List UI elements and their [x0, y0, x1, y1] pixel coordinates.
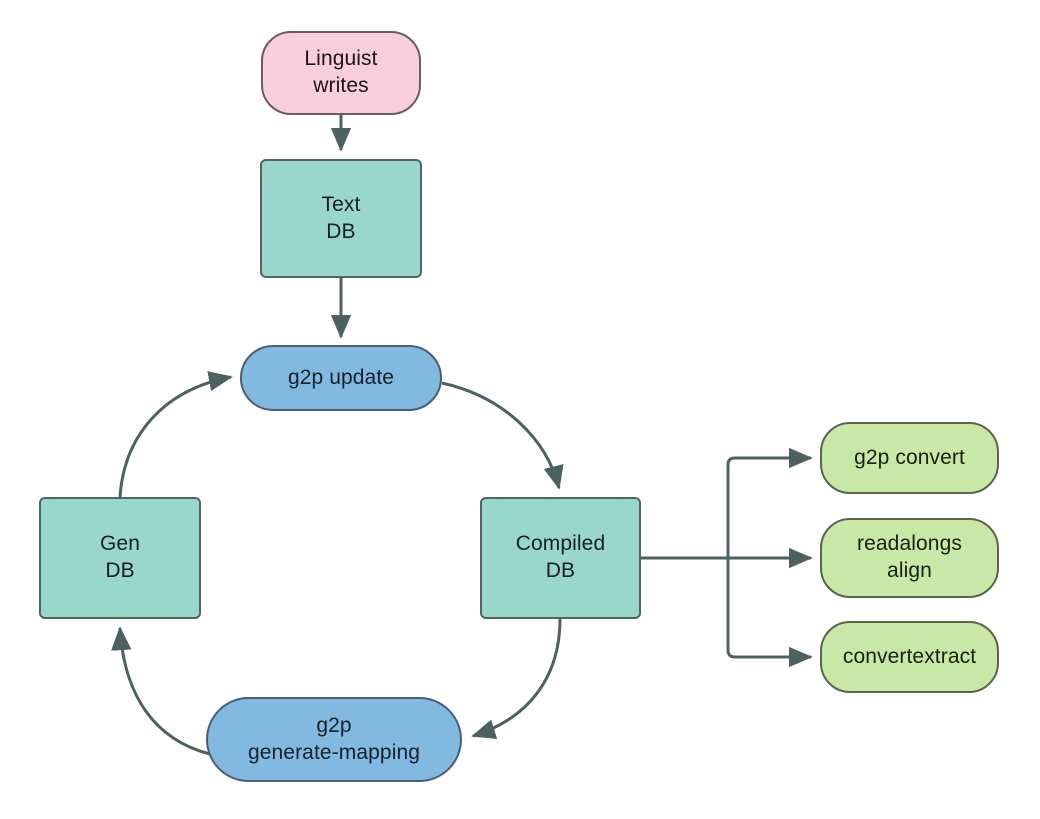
- edge-gen-to-update: [118, 371, 233, 498]
- node-gen-db[interactable]: Gen DB: [39, 497, 201, 619]
- edge-compiled-to-convert: [726, 447, 813, 558]
- edge-update-to-compiled: [441, 381, 564, 490]
- node-linguist-writes[interactable]: Linguist writes: [261, 31, 421, 115]
- node-text-db[interactable]: Text DB: [260, 159, 422, 278]
- node-convertextract[interactable]: convertextract: [820, 621, 999, 693]
- node-g2p-generate-mapping[interactable]: g2p generate-mapping: [206, 697, 462, 782]
- node-compiled-db[interactable]: Compiled DB: [480, 497, 641, 619]
- node-g2p-update[interactable]: g2p update: [240, 345, 442, 411]
- edge-compiled-to-generate: [471, 618, 562, 740]
- edge-compiled-to-extract: [726, 558, 813, 668]
- edge-generate-to-gen: [111, 626, 211, 756]
- node-g2p-convert[interactable]: g2p convert: [820, 422, 999, 494]
- node-readalongs-align[interactable]: readalongs align: [820, 518, 999, 598]
